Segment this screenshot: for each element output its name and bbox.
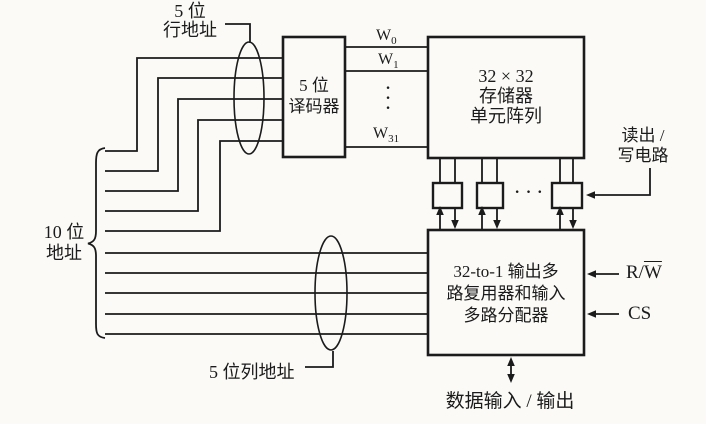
cable-marks: [233, 41, 348, 351]
left-arrow-icon: [587, 310, 596, 318]
memory-array-label-line3: 单元阵列: [470, 106, 542, 126]
row-address-label-connector: [225, 23, 251, 43]
up-arrow-icon: [478, 206, 486, 215]
rw-signal-prefix: R/: [626, 262, 644, 283]
word-line-base: W: [373, 125, 389, 142]
read-write-circuit-pointer-line: [594, 168, 651, 196]
vertical-ellipsis: · · ·: [381, 80, 395, 117]
row-address-wire-3: [105, 98, 283, 192]
down-arrow-icon: [493, 220, 501, 229]
word-line-label-w0: W0: [376, 27, 397, 47]
address-bus-label: 10 位 地址: [34, 222, 94, 264]
column-cable-ellipse: [314, 235, 348, 351]
decoder-label: 5 位 译码器: [283, 75, 345, 117]
horizontal-ellipsis: · · ·: [514, 184, 544, 201]
mux-box: [426, 228, 586, 357]
column-address-label: 5 位列地址: [209, 362, 295, 382]
mux-label: 32-to-1 输出多 路复用器和输入 多路分配器: [428, 261, 584, 327]
sense-box-3: [550, 181, 584, 210]
array-to-sense-pair-3: [559, 158, 574, 183]
block-layer: [281, 35, 586, 357]
decoder-box: [281, 35, 347, 159]
down-arrow-icon: [569, 220, 577, 229]
sense-box-1: [431, 181, 464, 210]
up-arrow-icon: [556, 206, 564, 215]
memory-array-label-line1: 32 × 32: [478, 66, 534, 86]
sense-box-2: [475, 181, 505, 210]
memory-array-label-line2: 存储器: [479, 86, 533, 106]
sense-to-mux-pair-1: [439, 208, 456, 230]
ellipsis-dot: ·: [385, 80, 391, 97]
array-to-sense-pair-2: [481, 158, 498, 183]
arrowheads: [436, 191, 596, 383]
word-line-label-w1: W1: [378, 51, 399, 71]
memory-array-box: [426, 35, 586, 160]
down-arrow-icon: [451, 220, 459, 229]
row-address-wire-5: [105, 140, 283, 232]
ellipsis-dot: ·: [385, 90, 391, 107]
row-cable-ellipse: [233, 41, 265, 155]
decoder-label-line1: 5 位: [299, 76, 329, 95]
word-line-subscript: 0: [391, 35, 397, 47]
word-line-subscript: 31: [388, 133, 400, 145]
row-address-wire-4: [105, 119, 283, 212]
row-address-wire-1: [105, 57, 283, 152]
word-line-subscript: 1: [393, 59, 399, 71]
rw-signal-label: R/W: [626, 262, 662, 284]
mux-label-line1: 32-to-1 输出多: [453, 262, 559, 281]
up-arrow-icon: [436, 206, 444, 215]
mux-label-line2: 路复用器和输入: [446, 284, 566, 303]
read-write-circuit-label-line1: 读出 /: [621, 126, 665, 145]
sense-to-mux-pair-2: [481, 208, 498, 230]
mux-label-line3: 多路分配器: [463, 306, 549, 325]
row-address-label-line1: 5 位: [174, 1, 206, 21]
column-address-label-connector: [305, 351, 334, 368]
read-write-circuit-label: 读出 / 写电路: [607, 126, 679, 166]
up-arrow-icon: [507, 357, 515, 366]
array-to-sense-pair-1: [439, 158, 456, 183]
sense-box-layer: [431, 181, 584, 210]
down-arrow-icon: [507, 374, 515, 383]
rw-signal-overlined: W: [643, 262, 662, 283]
row-address-wire-2: [105, 77, 283, 172]
memory-array-label: 32 × 32 存储器 单元阵列: [428, 66, 584, 126]
address-bus-label-line1: 10 位: [43, 222, 85, 242]
row-address-label-line2: 行地址: [163, 20, 217, 40]
read-write-circuit-label-line2: 写电路: [617, 146, 669, 165]
ellipsis-dot: ·: [385, 100, 391, 117]
address-bus-label-line2: 地址: [46, 243, 82, 263]
address-bus-brace: [87, 147, 106, 339]
left-arrow-icon: [587, 270, 596, 278]
cs-signal-label: CS: [628, 303, 652, 324]
word-line-label-w31: W31: [373, 125, 399, 145]
left-arrow-icon: [586, 191, 595, 199]
decoder-label-line2: 译码器: [288, 97, 340, 116]
data-io-label: 数据输入 / 输出: [445, 391, 575, 412]
row-address-label: 5 位 行地址: [150, 2, 230, 40]
word-line-base: W: [378, 51, 394, 68]
word-line-base: W: [376, 27, 392, 44]
